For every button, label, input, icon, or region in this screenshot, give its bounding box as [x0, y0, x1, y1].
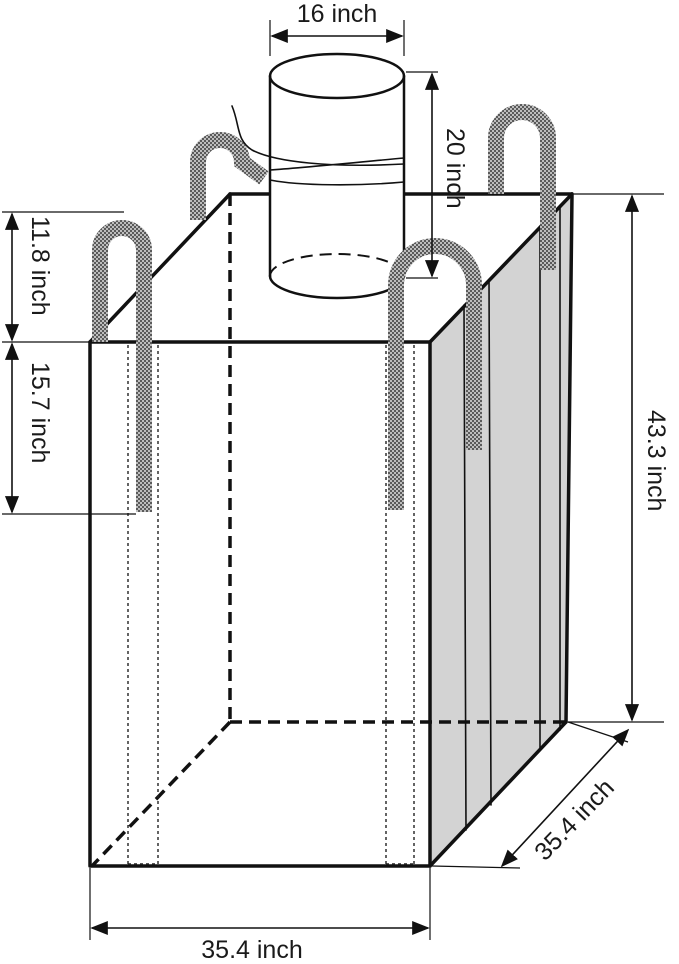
hidden-bottom-diagonal-edge: [90, 720, 232, 868]
spout-body: [270, 76, 404, 298]
bag-height-label: 43.3 inch: [642, 410, 670, 511]
loop-height-label: 11.8 inch: [26, 216, 54, 316]
spout-tie-band-upper: [269, 157, 405, 171]
bag-width-label: 35.4 inch: [201, 936, 302, 964]
loop-sewn-length-label: 15.7 inch: [26, 362, 54, 463]
side-stitch-band-a1: [463, 304, 467, 831]
back-right-lifting-loop: [488, 104, 556, 270]
bag-front-face: [88, 340, 432, 868]
side-stitch-band-a2: [488, 279, 492, 806]
front-left-lifting-loop: [92, 220, 152, 512]
spout-diameter-label: 16 inch: [297, 0, 378, 28]
bag-depth-ext-front: [431, 865, 521, 869]
bag-depth-dimension-line: [500, 728, 630, 868]
spout-height-label: 20 inch: [441, 128, 469, 209]
back-right-vertical-edge: [564, 192, 574, 724]
back-left-lifting-loop: [190, 132, 269, 220]
top-left-edge: [88, 192, 232, 344]
spout-tie-string: [231, 105, 405, 167]
spout-tie-band-lower: [269, 179, 405, 186]
bag-right-face: [430, 194, 572, 866]
